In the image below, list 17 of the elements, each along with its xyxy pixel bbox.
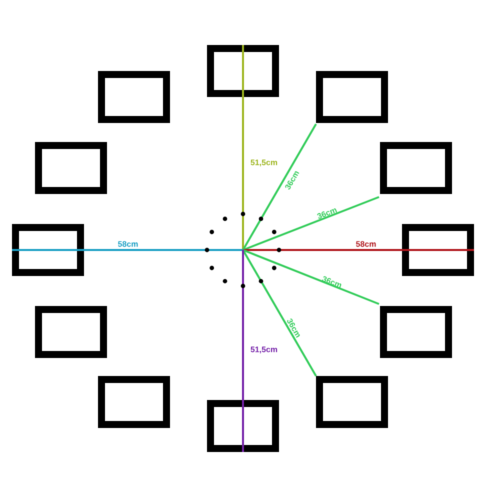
dimension-label: 58cm xyxy=(356,241,376,247)
dimension-label: 51,5cm xyxy=(250,160,278,166)
picture-frame xyxy=(98,71,170,123)
picture-frame xyxy=(402,224,474,276)
dimension-label: 51,5cm xyxy=(250,346,278,354)
dimension-label: 58cm xyxy=(118,241,138,247)
picture-frame xyxy=(207,45,279,97)
picture-frame xyxy=(316,376,388,428)
picture-frame xyxy=(380,142,452,194)
picture-frame xyxy=(35,306,107,358)
picture-frame xyxy=(12,224,84,276)
picture-frame xyxy=(98,376,170,428)
picture-frame xyxy=(380,306,452,358)
picture-frame xyxy=(35,142,107,194)
dimension-label: 36cm xyxy=(317,208,338,219)
picture-frame xyxy=(207,400,279,452)
picture-frame xyxy=(316,71,388,123)
